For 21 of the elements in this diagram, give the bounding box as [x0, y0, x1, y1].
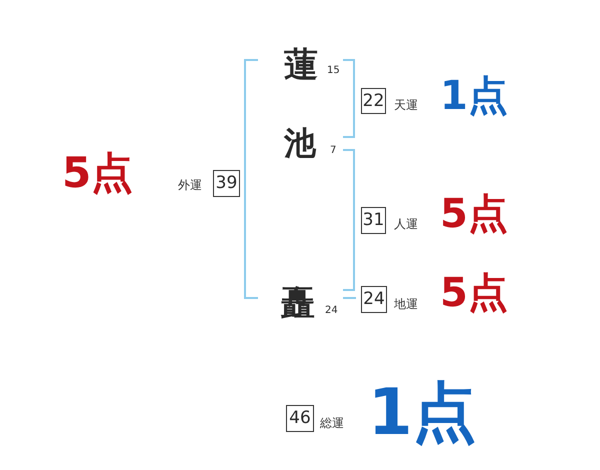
fortune-name: 天運 [394, 99, 418, 111]
fortune-name: 人運 [394, 218, 418, 230]
fortune-number-box: 22 [361, 88, 386, 114]
fortune-number-box: 46 [286, 405, 314, 432]
fortune-name: 地運 [394, 298, 418, 310]
fortune-number-box: 39 [213, 170, 240, 197]
stroke-count: 7 [330, 146, 336, 156]
fortune-score: 5点 [440, 273, 508, 313]
fortune-name: 総運 [320, 417, 344, 429]
fortune-name: 外運 [178, 179, 202, 191]
name-character: 池 [284, 127, 316, 159]
stroke-count: 15 [327, 66, 340, 76]
fortune-number-box: 31 [361, 207, 386, 234]
name-character: 矗 [281, 286, 315, 320]
fortune-score: 5点 [440, 194, 508, 234]
stroke-count: 24 [325, 306, 338, 316]
fortune-number-box: 24 [361, 286, 387, 313]
fortune-score: 1点 [440, 76, 508, 116]
name-character: 蓮 [284, 48, 318, 82]
fortune-score: 1点 [368, 381, 477, 445]
fortune-score: 5点 [62, 152, 134, 194]
